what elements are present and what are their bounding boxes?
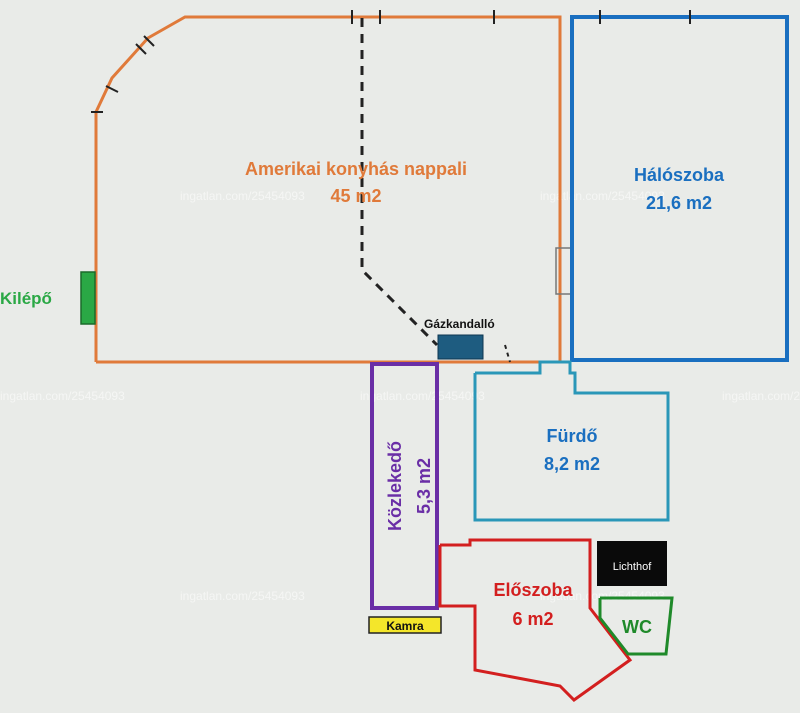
fireplace: Gázkandalló — [424, 317, 495, 360]
balcony-door — [80, 271, 96, 325]
door-living-bedroom — [555, 247, 573, 295]
watermark: ingatlan.com/25454093 — [180, 589, 305, 603]
corridor: Közlekedő 5,3 m2 — [370, 362, 439, 610]
hall-walls — [438, 538, 633, 702]
bathroom-walls — [473, 360, 670, 522]
bathroom-name: Fürdő — [547, 426, 598, 446]
living-room-walls — [94, 15, 562, 364]
watermark: ingatlan.com/25454093 — [360, 389, 485, 403]
hall: Előszoba 6 m2 — [438, 538, 633, 702]
wc-label: WC — [622, 617, 652, 637]
bedroom-area: 21,6 m2 — [646, 193, 712, 213]
lichthof-box — [597, 541, 667, 586]
watermark: ingatlan.com/25454093 — [722, 389, 800, 403]
wc-walls — [598, 596, 674, 656]
door-mark — [504, 344, 511, 363]
lichthof-label: Lichthof — [613, 561, 652, 573]
corridor-area: 5,3 m2 — [414, 458, 434, 514]
balcony: Kilépő — [0, 271, 96, 325]
pantry-label: Kamra — [386, 619, 424, 633]
fireplace-label: Gázkandalló — [424, 317, 495, 331]
fireplace-icon — [437, 334, 484, 360]
bedroom-name: Hálószoba — [634, 165, 725, 185]
hall-area: 6 m2 — [512, 609, 553, 629]
watermarks: ingatlan.com/25454093 ingatlan.com/25454… — [0, 189, 800, 603]
bathroom-area: 8,2 m2 — [544, 454, 600, 474]
living-room-area: 45 m2 — [330, 186, 381, 206]
balcony-label: Kilépő — [0, 289, 52, 308]
wc: WC — [598, 596, 674, 656]
kitchen-divider-line — [360, 18, 439, 347]
living-room-name: Amerikai konyhás nappali — [245, 159, 467, 179]
bedroom-walls — [570, 15, 789, 362]
bedroom: Hálószoba 21,6 m2 — [570, 10, 789, 362]
bathroom: Fürdő 8,2 m2 — [473, 360, 670, 522]
pantry: Kamra — [368, 616, 442, 634]
corridor-walls — [370, 362, 439, 610]
hall-name: Előszoba — [493, 580, 573, 600]
pantry-box — [368, 616, 442, 634]
living-room: Amerikai konyhás nappali 45 m2 — [91, 10, 573, 364]
wall-ticks — [91, 10, 495, 113]
watermark: ingatlan.com/25454093 — [180, 189, 305, 203]
corridor-name: Közlekedő — [385, 441, 405, 531]
lichthof: Lichthof — [597, 541, 667, 586]
watermark: ingatlan.com/25454093 — [0, 389, 125, 403]
